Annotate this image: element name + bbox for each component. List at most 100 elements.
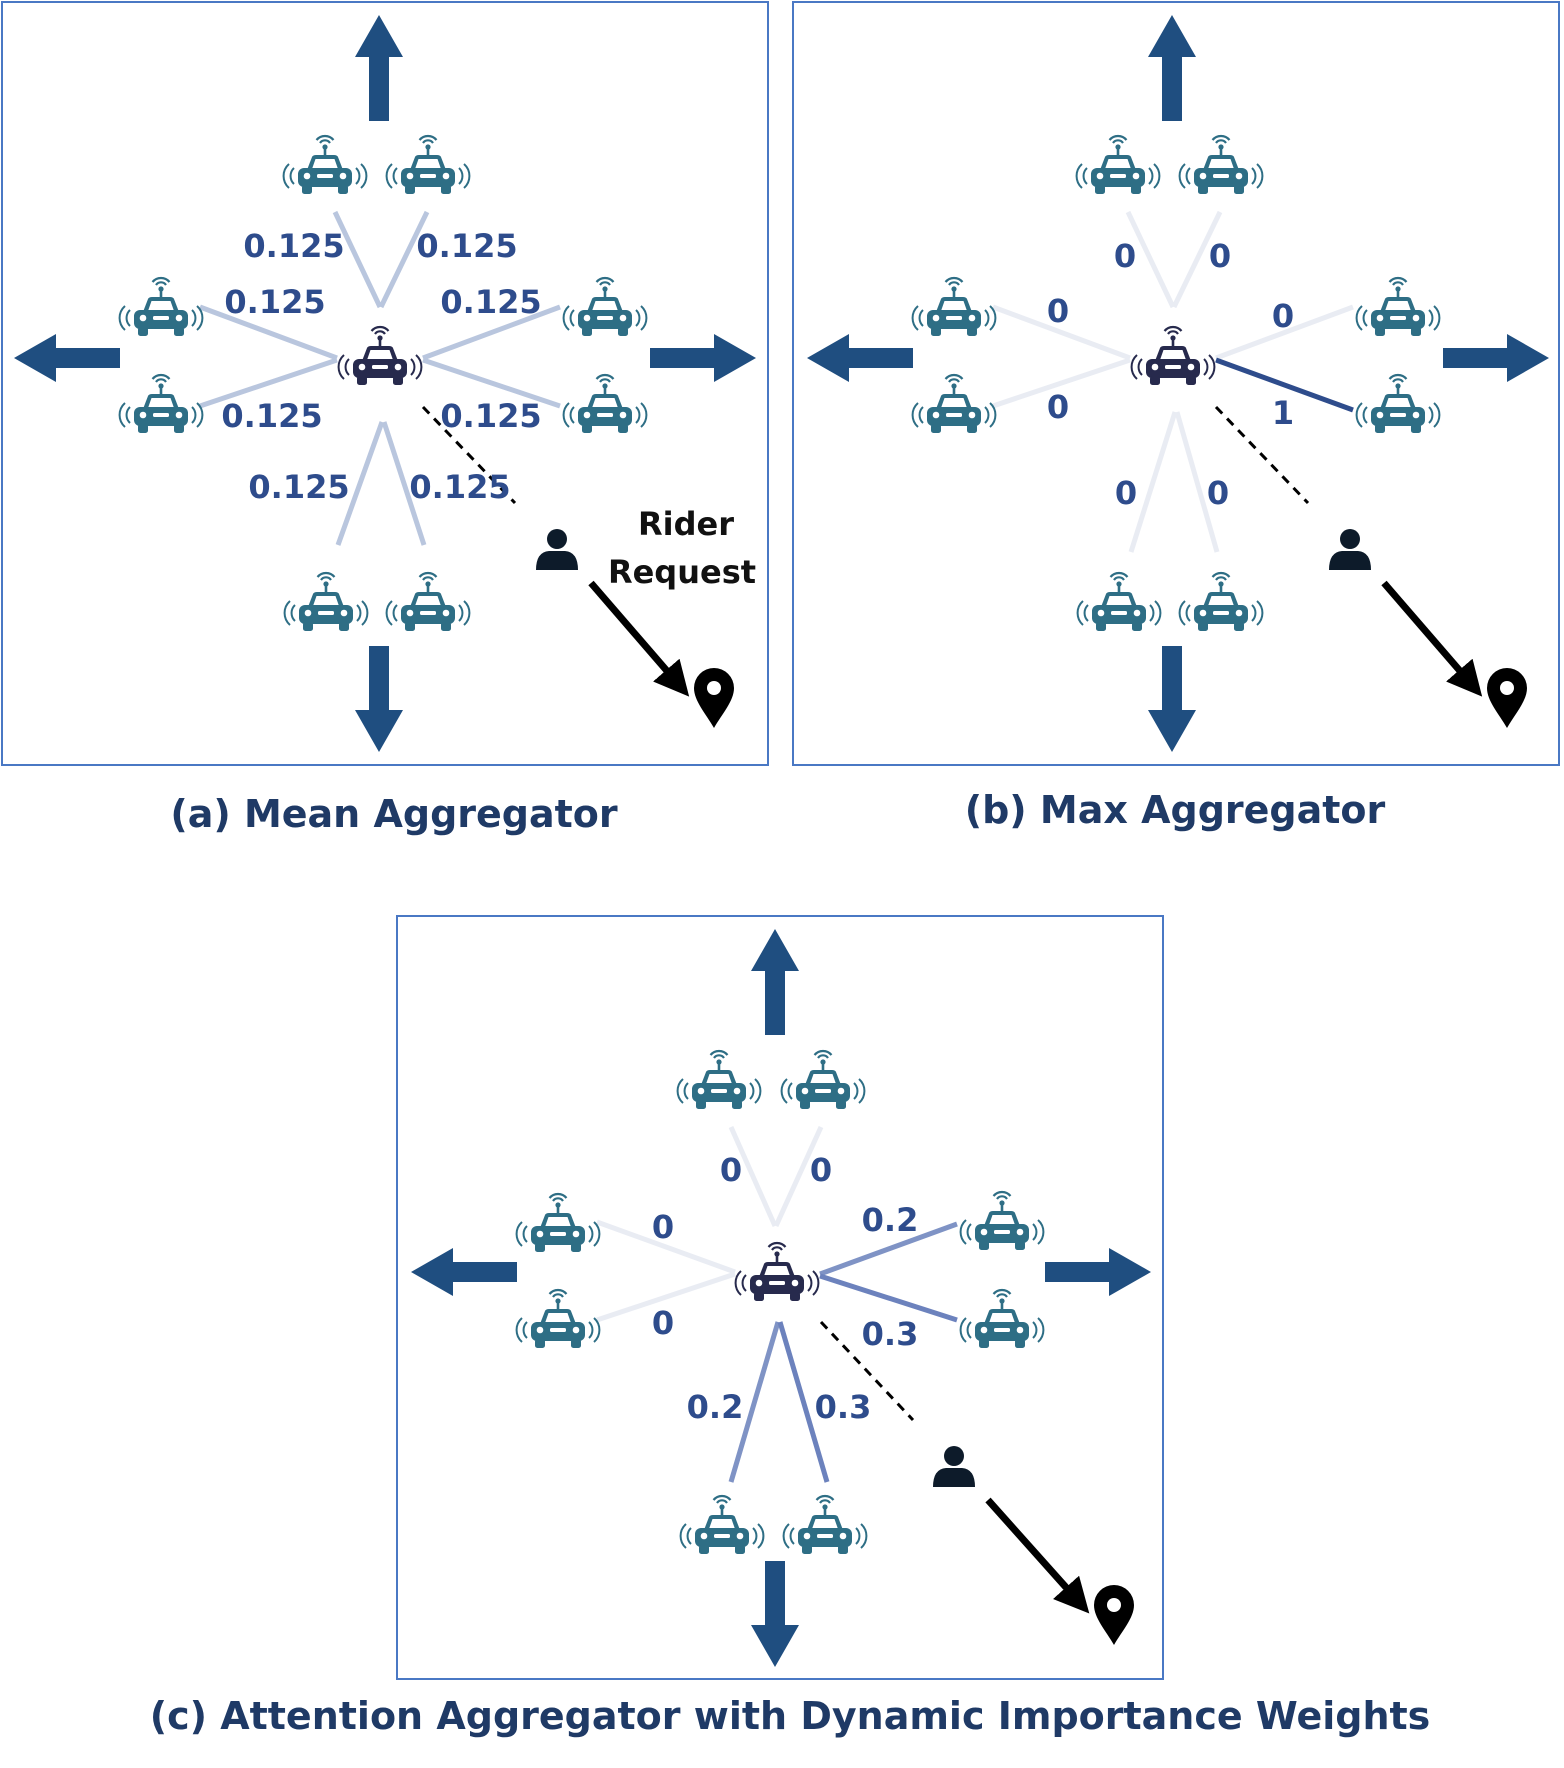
arrow-down-icon xyxy=(355,646,403,752)
panel-mean-aggregator: Rider Request 0.125 0.125 0.125 0.125 0.… xyxy=(1,1,769,836)
weight-edges xyxy=(199,210,561,546)
autonomous-car-icon xyxy=(1355,373,1441,435)
autonomous-car-icon xyxy=(1076,571,1162,633)
weight-label: 0.2 xyxy=(687,1388,744,1426)
arrow-down-icon xyxy=(1148,646,1196,752)
weight-label: 0.125 xyxy=(440,283,541,321)
weight-label: 0.3 xyxy=(862,1315,919,1353)
edge-top-right xyxy=(1171,210,1223,309)
weight-label: 0 xyxy=(1114,237,1136,275)
weight-label: 0 xyxy=(1209,237,1231,275)
panel-caption: (b) Max Aggregator xyxy=(965,788,1386,832)
weight-label: 0 xyxy=(652,1208,674,1246)
rider-label-line2: Request xyxy=(608,553,756,591)
weight-label: 0 xyxy=(1272,297,1294,335)
panel-attention-aggregator: 0 0 0 0 0.2 0.3 0.2 0.3 (c) Attention Ag… xyxy=(150,915,1431,1738)
arrow-down-icon xyxy=(751,1561,799,1667)
panel-max-aggregator: 0 0 0 0 0 1 0 0 (b) Max Aggregator xyxy=(792,1,1560,832)
edge-right-top xyxy=(1215,304,1354,361)
panel-frame xyxy=(396,915,1164,1680)
arrow-left-icon xyxy=(411,1248,517,1296)
edge-right-bottom xyxy=(819,1273,958,1323)
request-dashed-line xyxy=(1214,405,1310,505)
weight-edges xyxy=(596,1125,958,1483)
autonomous-car-icon xyxy=(562,373,648,435)
edge-left-top xyxy=(199,304,338,361)
arrow-right-icon xyxy=(1045,1248,1151,1296)
request-dashed-line xyxy=(819,1320,915,1422)
edge-left-bottom xyxy=(596,1271,736,1323)
autonomous-car-icon xyxy=(679,1494,765,1556)
weight-label: 0 xyxy=(720,1151,742,1189)
center-car-icon xyxy=(337,325,423,387)
edge-right-bottom xyxy=(422,357,561,409)
weight-edges xyxy=(992,210,1354,553)
request-dashed-line xyxy=(421,405,517,505)
edge-right-top xyxy=(422,304,561,361)
weight-label: 0 xyxy=(1115,474,1137,512)
edge-bottom-right xyxy=(777,1321,830,1483)
autonomous-car-icon xyxy=(282,134,368,196)
panel-caption: (c) Attention Aggregator with Dynamic Im… xyxy=(150,1694,1431,1738)
panel-frame xyxy=(1,1,769,766)
autonomous-car-icon xyxy=(676,1049,762,1111)
autonomous-car-icon xyxy=(1355,276,1441,338)
arrow-up-icon xyxy=(1148,15,1196,121)
center-car-icon xyxy=(1130,325,1216,387)
edge-top-left xyxy=(1125,210,1176,309)
weight-label: 0.125 xyxy=(248,468,349,506)
arrow-left-icon xyxy=(807,334,913,382)
edge-left-top xyxy=(596,1219,736,1275)
weight-label: 1 xyxy=(1272,394,1294,432)
arrow-up-icon xyxy=(355,15,403,121)
autonomous-car-icon xyxy=(385,134,471,196)
autonomous-car-icon xyxy=(780,1049,866,1111)
weight-label: 0 xyxy=(1047,292,1069,330)
edge-right-top xyxy=(819,1221,958,1277)
weight-label: 0.3 xyxy=(815,1388,872,1426)
autonomous-car-icon xyxy=(515,1192,601,1254)
weight-label: 0.125 xyxy=(440,397,541,435)
weight-label: 0.125 xyxy=(224,283,325,321)
arrow-up-icon xyxy=(751,929,799,1035)
weight-label: 0.125 xyxy=(409,468,510,506)
arrow-right-icon xyxy=(1443,334,1549,382)
autonomous-car-icon xyxy=(1178,571,1264,633)
trip-arrow xyxy=(985,1497,1090,1614)
autonomous-car-icon xyxy=(515,1288,601,1350)
rider-label-line1: Rider xyxy=(638,505,734,543)
autonomous-car-icon xyxy=(782,1494,868,1556)
autonomous-car-icon xyxy=(562,276,648,338)
edge-top-right xyxy=(773,1125,824,1228)
edge-bottom-left xyxy=(335,421,385,546)
edge-left-top xyxy=(992,304,1131,361)
weight-label: 0 xyxy=(810,1151,832,1189)
panel-frame xyxy=(792,1,1560,766)
map-pin-icon xyxy=(1094,1585,1134,1645)
autonomous-car-icon xyxy=(959,1288,1045,1350)
edge-left-bottom xyxy=(199,357,338,409)
map-pin-icon xyxy=(1487,668,1527,728)
edge-right-bottom xyxy=(1215,357,1354,413)
edge-left-bottom xyxy=(992,357,1131,409)
panel-caption: (a) Mean Aggregator xyxy=(170,792,618,836)
edge-top-left xyxy=(332,210,383,309)
arrow-left-icon xyxy=(14,334,120,382)
weight-label: 0 xyxy=(1047,388,1069,426)
edge-top-left xyxy=(728,1125,778,1228)
edge-bottom-right xyxy=(381,421,427,546)
autonomous-car-icon xyxy=(118,276,204,338)
center-car-icon xyxy=(734,1241,820,1303)
weight-label: 0 xyxy=(1207,474,1229,512)
edge-bottom-right xyxy=(1174,411,1220,553)
autonomous-car-icon xyxy=(283,571,369,633)
autonomous-car-icon xyxy=(911,373,997,435)
person-icon xyxy=(1329,529,1371,570)
weight-label: 0.125 xyxy=(416,227,517,265)
autonomous-car-icon xyxy=(1178,134,1264,196)
trip-arrow xyxy=(588,580,690,697)
arrow-right-icon xyxy=(650,334,756,382)
weight-label: 0.125 xyxy=(221,397,322,435)
autonomous-car-icon xyxy=(118,373,204,435)
